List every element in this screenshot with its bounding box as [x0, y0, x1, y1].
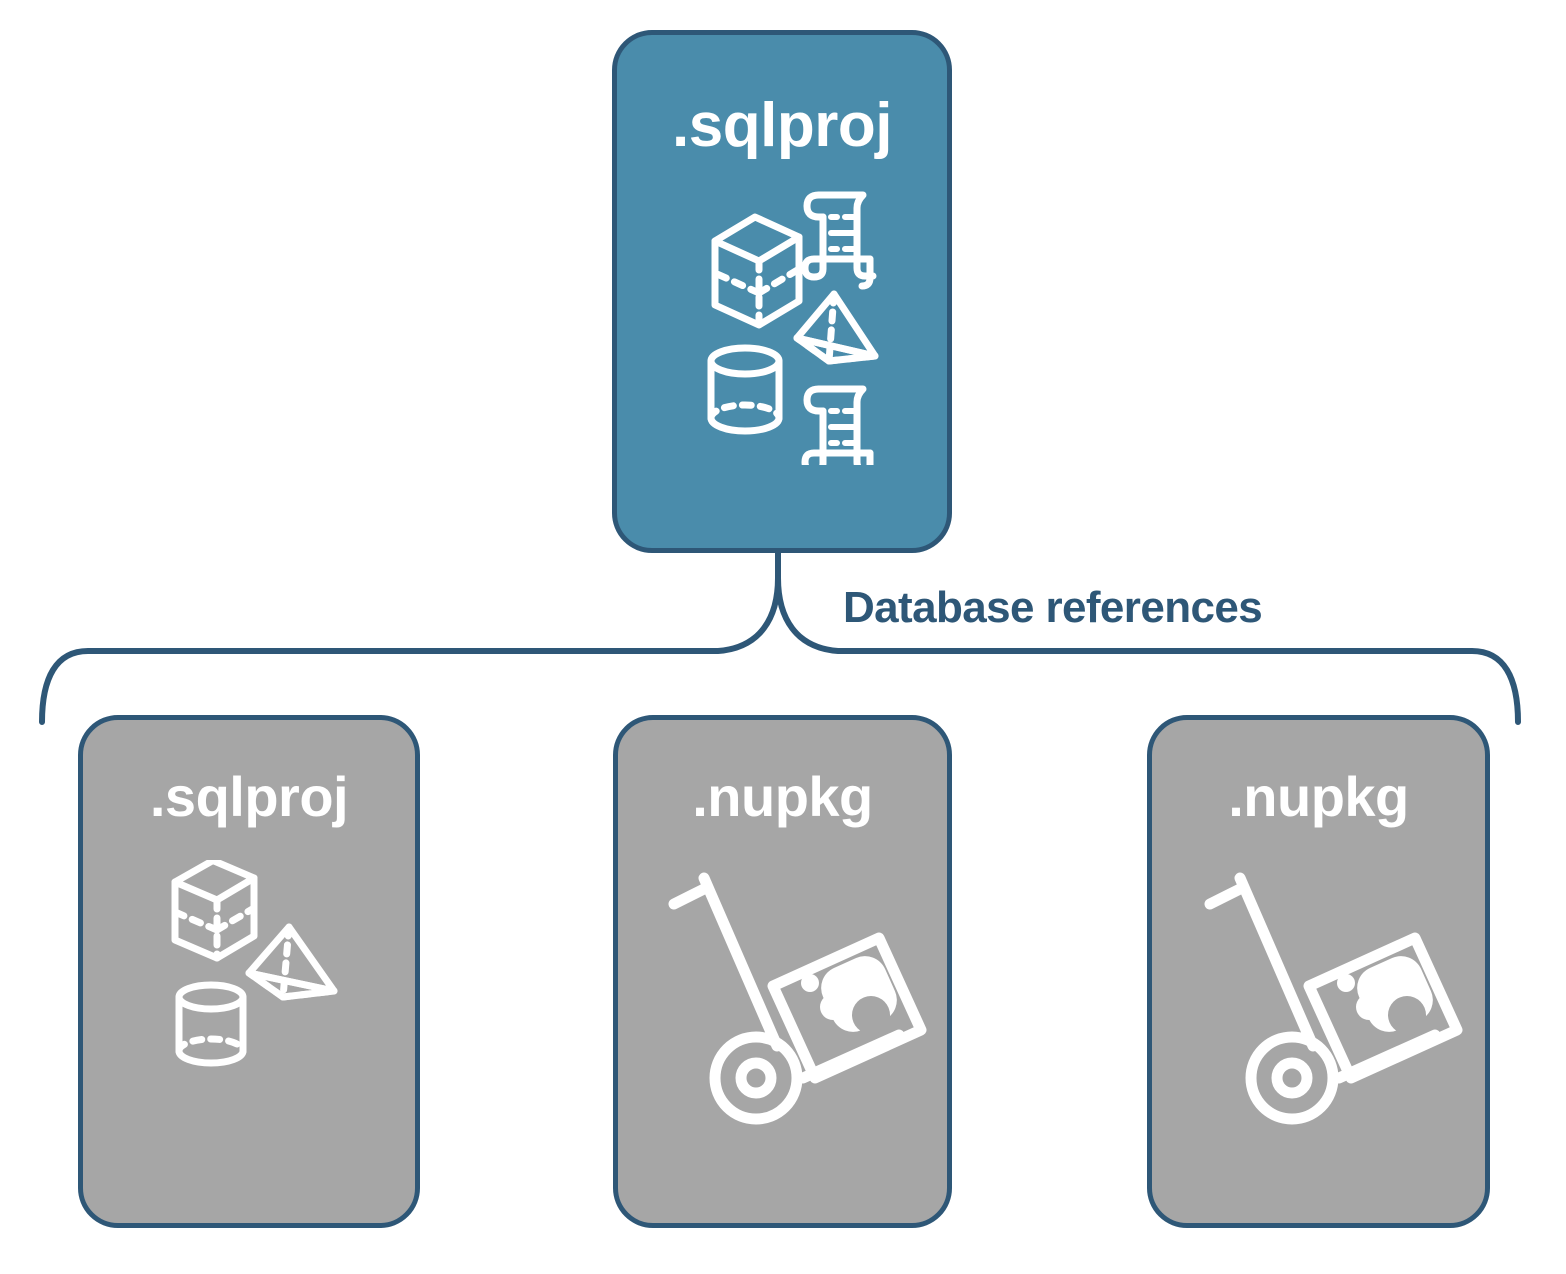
- node-artwork: [1152, 860, 1485, 1150]
- node-sqlproj-reference[interactable]: .sqlproj: [78, 715, 420, 1228]
- node-title: .sqlproj: [672, 91, 892, 160]
- scroll-icon: [801, 191, 877, 290]
- root-icon-group: [707, 191, 879, 484]
- package-logo-mark: [1337, 956, 1433, 1034]
- nupkg-icon-group: [1204, 872, 1463, 1125]
- hand-truck-package-icon: [668, 872, 927, 1125]
- scroll-icon: [801, 385, 877, 484]
- node-title: .nupkg: [1228, 765, 1409, 828]
- brace-left-arm: [39, 575, 781, 725]
- cube-icon: [711, 213, 803, 329]
- node-artwork: [83, 857, 415, 1120]
- node-artwork: [618, 860, 947, 1150]
- hand-truck-package-icon: [1204, 872, 1463, 1125]
- node-root-artwork: [617, 175, 947, 484]
- connector-label: Database references: [843, 583, 1263, 632]
- cylinder-icon: [707, 344, 783, 435]
- package-logo-mark: [801, 956, 897, 1034]
- node-title: .nupkg: [692, 765, 873, 828]
- pyramid-icon: [793, 290, 879, 365]
- node-nupkg-reference-1[interactable]: .nupkg: [613, 715, 952, 1228]
- sqlproj-icon-group: [171, 857, 338, 1067]
- node-title: .sqlproj: [149, 765, 349, 828]
- node-sqlproj-root[interactable]: .sqlproj: [612, 30, 952, 553]
- node-nupkg-reference-2[interactable]: .nupkg: [1147, 715, 1490, 1228]
- nupkg-icon-group: [668, 872, 927, 1125]
- cylinder-icon: [175, 981, 247, 1067]
- cube-icon: [171, 857, 258, 962]
- pyramid-icon: [245, 923, 338, 1001]
